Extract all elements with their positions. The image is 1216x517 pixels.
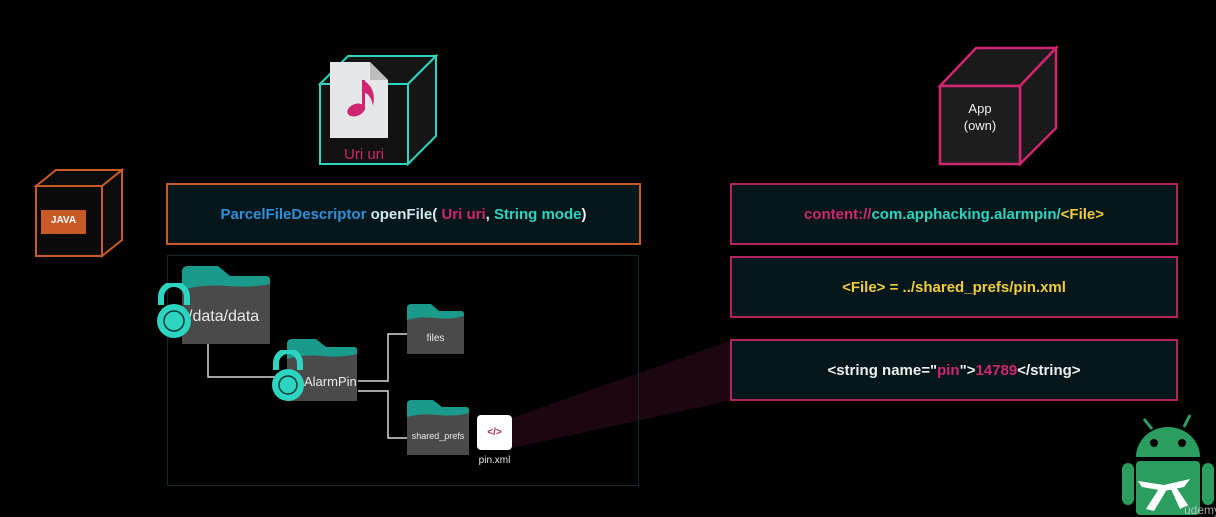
udemy-watermark: ûdemy: [1184, 503, 1216, 517]
return-type: ParcelFileDescriptor: [220, 205, 367, 223]
xml-open: <string name=": [827, 361, 938, 379]
app-cube: [938, 44, 1059, 166]
folder-label-alarmpin: AlarmPin: [304, 374, 357, 389]
xml-code-icon: </>: [477, 415, 512, 450]
method-name: openFile(: [370, 205, 438, 223]
xml-close: </string>: [1017, 361, 1081, 379]
lock-icon: [157, 283, 191, 338]
uri-scheme: content://: [803, 205, 872, 223]
open-file-signature-box: ParcelFileDescriptor openFile( Uri uri ,…: [166, 183, 641, 245]
file-assignment-text: <File> = ../shared_prefs/pin.xml: [842, 278, 1066, 296]
file-tree-panel: [167, 255, 639, 486]
android-karate-logo-icon: [1122, 414, 1214, 515]
xml-value: 14789: [975, 361, 1018, 379]
file-assignment-box: <File> = ../shared_prefs/pin.xml: [730, 256, 1178, 318]
param-mode: String mode: [493, 205, 582, 223]
param-uri: Uri uri: [441, 205, 486, 223]
param-separator: ,: [485, 205, 490, 223]
folder-label-data-data: /data/data: [188, 308, 260, 325]
uri-cube-label: Uri uri: [344, 146, 384, 163]
close-paren: ): [581, 205, 587, 223]
xml-glyph: </>: [487, 427, 502, 438]
uri-file: <File>: [1060, 205, 1105, 223]
file-label-pin-xml: pin.xml: [478, 455, 511, 466]
lock-icon: [272, 350, 304, 401]
xml-mid: ">: [959, 361, 976, 379]
app-cube-label: App (own): [940, 100, 1020, 134]
folder-label-shared-prefs: shared_prefs: [411, 431, 465, 441]
java-label: JAVA: [50, 215, 77, 226]
music-note-file-icon: [330, 62, 388, 138]
folder-label-files: files: [426, 333, 445, 344]
app-label-line2: (own): [963, 118, 997, 133]
content-uri-box: content://com.apphacking.alarmpin/<File>: [730, 183, 1178, 245]
folder-icon: [287, 339, 357, 401]
app-label-line1: App: [968, 101, 992, 116]
xml-pin-box: <string name="pin">14789</string>: [730, 339, 1178, 401]
xml-attr: pin: [937, 361, 960, 379]
java-cube: [33, 168, 125, 259]
folder-icon: [407, 304, 464, 354]
uri-cube: [318, 53, 439, 166]
uri-authority: com.apphacking.alarmpin/: [871, 205, 1061, 223]
folder-icon: [407, 400, 469, 455]
folder-icon: [182, 266, 270, 344]
